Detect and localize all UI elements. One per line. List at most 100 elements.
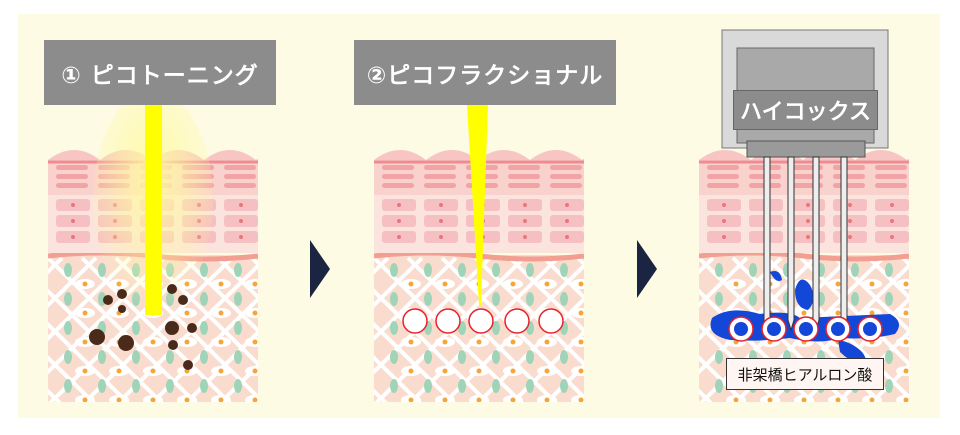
corneocyte (550, 174, 582, 179)
cell-nucleus (578, 281, 584, 287)
keratinocyte-nucleus (239, 219, 243, 223)
fibroblast (424, 350, 432, 364)
collagen-fiber (182, 256, 258, 334)
cell-nucleus (938, 369, 943, 374)
skin-surface (204, 150, 256, 160)
fibroblast (268, 350, 276, 364)
keratinocyte-nucleus (71, 203, 75, 207)
corneocyte (833, 174, 865, 179)
device-label: ハイコックス (733, 90, 878, 130)
collagen-fiber (510, 329, 584, 402)
keratinocyte-nucleus (565, 219, 569, 223)
collagen-fiber (150, 296, 258, 402)
fibroblast (715, 350, 723, 364)
corneocyte (382, 183, 414, 188)
corneocyte (707, 165, 739, 170)
collagen-fiber (544, 362, 584, 402)
cell-nucleus (613, 340, 618, 345)
fibroblast (200, 321, 208, 335)
keratinocyte-nucleus (239, 235, 243, 239)
keratinocyte-nucleus (722, 235, 726, 239)
fibroblast (885, 292, 893, 306)
corneocyte (424, 174, 456, 179)
cell-nucleus (801, 397, 807, 402)
fibroblast (64, 321, 72, 335)
corneocyte (875, 174, 907, 179)
corneocyte (56, 183, 88, 188)
cell (605, 308, 625, 318)
cell-nucleus (287, 369, 292, 374)
corneocyte (833, 183, 865, 188)
fibroblast (98, 263, 106, 277)
skin-surface (48, 150, 100, 160)
cell-nucleus (510, 339, 516, 345)
keratinocyte-nucleus (565, 235, 569, 239)
cell-nucleus (287, 398, 292, 403)
fibroblast (458, 292, 466, 306)
cell (245, 279, 258, 289)
fibroblast (560, 350, 568, 364)
collagen-fiber (833, 256, 909, 334)
fibroblast (234, 379, 242, 393)
skin-surface (699, 150, 751, 160)
cell-nucleus (767, 397, 773, 402)
cell (605, 366, 625, 376)
cell-nucleus (903, 368, 909, 374)
skin-surface (855, 150, 907, 160)
cell (896, 366, 909, 376)
collagen-fiber (218, 362, 258, 402)
corneocyte (875, 165, 907, 170)
fibroblast (526, 263, 534, 277)
collagen-fiber (903, 396, 909, 402)
cell-nucleus (150, 397, 156, 402)
cell-nucleus (938, 311, 943, 316)
cell-nucleus (613, 282, 618, 287)
keratinocyte-nucleus (439, 219, 443, 223)
cell-nucleus (218, 281, 224, 287)
fibroblast (492, 292, 500, 306)
corneocyte (833, 165, 865, 170)
cell-nucleus (442, 281, 448, 287)
cell-nucleus (476, 397, 482, 402)
cell-nucleus (733, 281, 739, 287)
cell (571, 308, 584, 318)
fibroblast (919, 379, 927, 393)
fibroblast (526, 292, 534, 306)
cell (279, 395, 299, 405)
cell (571, 279, 584, 289)
corneocyte (707, 183, 739, 188)
fibroblast (919, 350, 927, 364)
fibroblast (390, 263, 398, 277)
cell (605, 395, 625, 405)
collagen-fiber (508, 256, 584, 334)
cell (279, 337, 299, 347)
cell-nucleus (442, 339, 448, 345)
keratinocyte-nucleus (890, 235, 894, 239)
corneocyte (224, 165, 256, 170)
fibroblast (390, 321, 398, 335)
keratinocyte-nucleus (806, 219, 810, 223)
fibroblast (64, 379, 72, 393)
cell (245, 337, 258, 347)
corneocyte (508, 183, 540, 188)
fibroblast (98, 379, 106, 393)
cell-nucleus (116, 368, 122, 374)
filled-pores (728, 316, 883, 342)
fibroblast (64, 350, 72, 364)
cell-nucleus (835, 310, 841, 316)
cell-nucleus (578, 368, 584, 374)
cell (896, 279, 909, 289)
cell-nucleus (613, 311, 618, 316)
cell-nucleus (578, 310, 584, 316)
fibroblast (390, 292, 398, 306)
cell-nucleus (252, 368, 258, 374)
fibroblast (200, 292, 208, 306)
fibroblast (98, 350, 106, 364)
fibroblast (268, 321, 276, 335)
fibroblast (200, 350, 208, 364)
cell-nucleus (150, 368, 156, 374)
fibroblast (200, 379, 208, 393)
keratinocyte-nucleus (523, 219, 527, 223)
collagen-fiber (869, 362, 909, 402)
fibroblast (390, 379, 398, 393)
